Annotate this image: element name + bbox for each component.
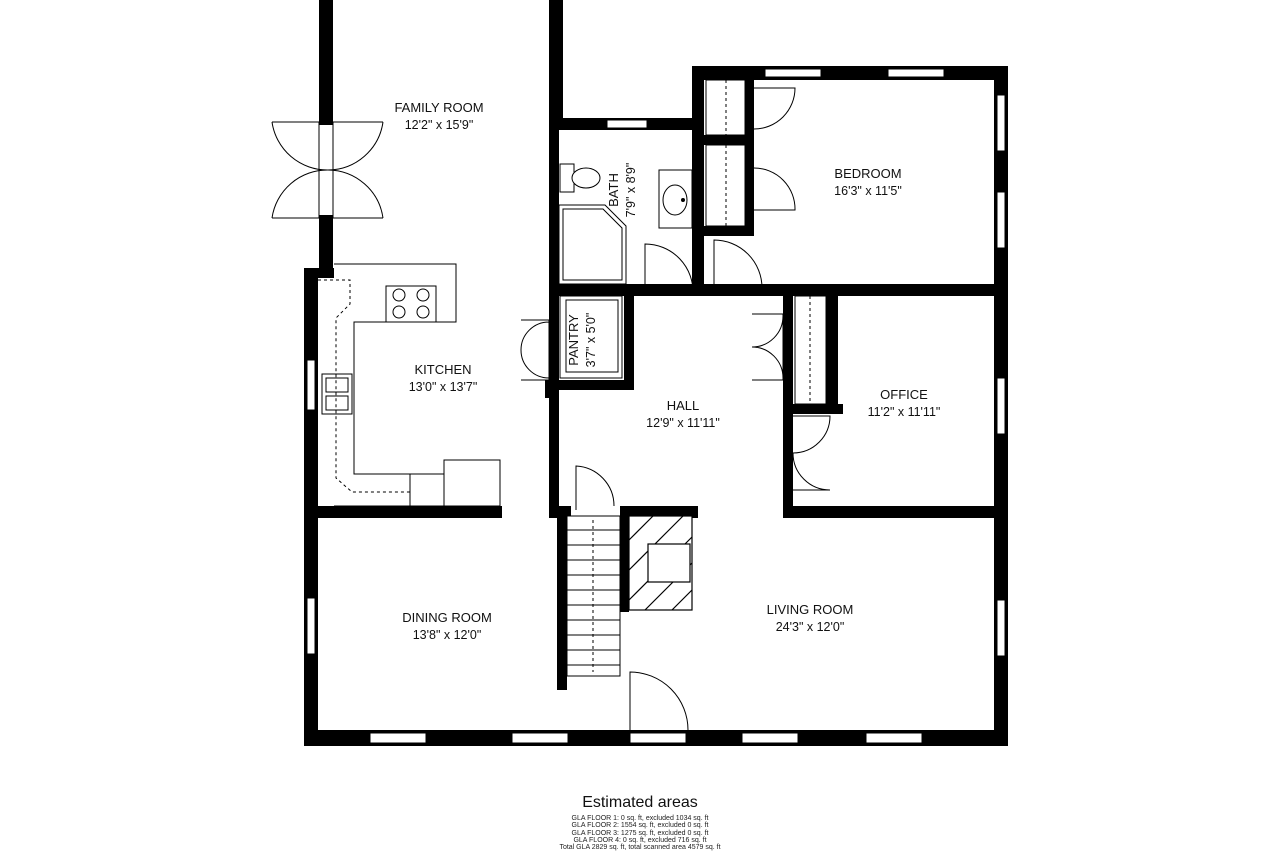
estimated-areas-list: GLA FLOOR 1: 0 sq. ft, excluded 1034 sq.… xyxy=(0,815,1280,851)
office-name: OFFICE xyxy=(880,387,928,402)
kitchen-name: KITCHEN xyxy=(414,362,471,377)
bath-fixtures xyxy=(558,163,693,285)
hall-dimensions: 12'9" x 11'11" xyxy=(646,416,720,430)
fireplace xyxy=(628,515,693,611)
family-room-name: FAMILY ROOM xyxy=(394,100,483,115)
living-room-dimensions: 24'3" x 12'0" xyxy=(776,620,845,634)
pantry-dimensions: 3'7" x 5'0" xyxy=(584,313,598,368)
bath-name: BATH xyxy=(606,173,621,207)
pantry-name: PANTRY xyxy=(566,314,581,366)
estimated-areas-title: Estimated areas xyxy=(582,794,698,811)
kitchen-fixtures xyxy=(318,263,501,507)
closets xyxy=(559,79,827,405)
doors xyxy=(271,87,831,731)
hall-name: HALL xyxy=(667,398,700,413)
room-labels: FAMILY ROOM 12'2" x 15'9" BATH 7'9" x 8'… xyxy=(394,100,940,642)
dining-room-dimensions: 13'8" x 12'0" xyxy=(413,628,482,642)
stairs xyxy=(566,515,621,677)
bath-dimensions: 7'9" x 8'9" xyxy=(624,163,638,218)
family-room-dimensions: 12'2" x 15'9" xyxy=(405,118,474,132)
windows xyxy=(306,68,1006,744)
bedroom-dimensions: 16'3" x 11'5" xyxy=(834,184,902,198)
gla-floor-1-line: GLA FLOOR 1: 0 sq. ft, excluded 1034 sq.… xyxy=(571,815,709,822)
gla-floor-2-line: GLA FLOOR 2: 1554 sq. ft, excluded 0 sq.… xyxy=(571,822,709,830)
bedroom-name: BEDROOM xyxy=(834,166,901,181)
total-gla-line: Total GLA 2829 sq. ft, total scanned are… xyxy=(559,844,721,852)
office-dimensions: 11'2" x 11'11" xyxy=(868,405,941,419)
dining-room-name: DINING ROOM xyxy=(402,610,492,625)
living-room-name: LIVING ROOM xyxy=(767,602,854,617)
kitchen-dimensions: 13'0" x 13'7" xyxy=(409,380,478,394)
gla-floor-4-line: GLA FLOOR 4: 0 sq. ft, excluded 716 sq. … xyxy=(573,836,707,844)
gla-floor-3-line: GLA FLOOR 3: 1275 sq. ft, excluded 0 sq.… xyxy=(571,829,709,837)
